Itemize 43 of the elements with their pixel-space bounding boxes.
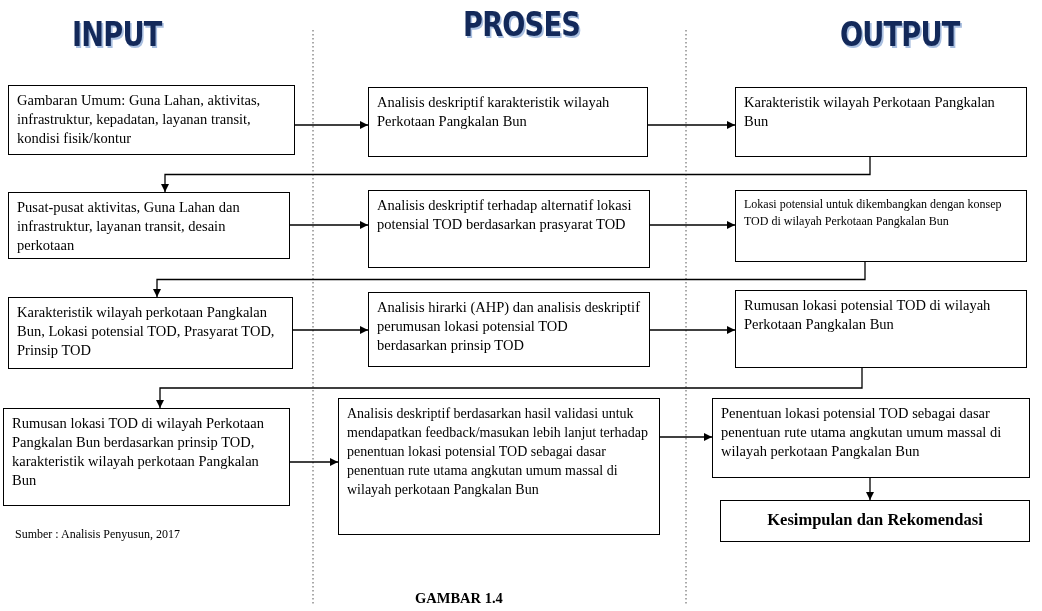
process-box	[8, 192, 290, 259]
box-text: Analisis deskriptif berdasarkan hasil validasi untuk mendapatkan feedback/masukan lebih lanjut terhadap penentuan lokasi potensial TOD sebagai dasar penentuan rute utama angkutan umum massal di wilayah perkotaan Pangkalan Bun	[347, 405, 649, 499]
box-text: Analisis deskriptif karakteristik wilayah Perkotaan Pangkalan Bun	[377, 93, 611, 131]
arrow	[289, 458, 339, 466]
process-box	[8, 297, 293, 369]
source-note: Sumber : Analisis Penyusun, 2017	[15, 527, 180, 542]
figure-caption: GAMBAR 1.4	[415, 590, 503, 607]
process-box	[368, 190, 650, 268]
process-box	[712, 398, 1030, 478]
box-text: Pusat-pusat aktivitas, Guna Lahan dan infrastruktur, layanan transit, desain perkotaan	[17, 198, 241, 255]
arrow	[649, 326, 736, 334]
process-box	[338, 398, 660, 535]
process-box	[735, 190, 1027, 262]
arrow	[866, 477, 874, 501]
arrow	[153, 261, 866, 298]
process-box	[368, 292, 650, 367]
arrow	[659, 433, 713, 441]
arrow	[161, 156, 871, 193]
column-heading: OUTPUT	[840, 14, 960, 54]
box-text: Rumusan lokasi TOD di wilayah Perkotaan Pangkalan Bun berdasarkan prinsip TOD, karakteristik wilayah perkotaan Pangkalan Bun	[12, 414, 265, 490]
conclusion-box	[720, 500, 1030, 542]
arrow	[649, 221, 736, 229]
process-box	[735, 87, 1027, 157]
process-box	[368, 87, 648, 157]
column-heading: INPUT	[72, 14, 162, 54]
arrow	[156, 367, 863, 409]
box-text: Gambaran Umum: Guna Lahan, aktivitas, infrastruktur, kepadatan, layanan transit, kondisi fisik/kontur	[17, 91, 262, 148]
process-box	[3, 408, 290, 506]
box-text: Lokasi potensial untuk dikembangkan dengan konsep TOD di wilayah Perkotaan Pangkalan Bun	[744, 196, 1003, 230]
box-text: Kesimpulan dan Rekomendasi	[766, 510, 984, 529]
box-text: Penentuan lokasi potensial TOD sebagai dasar penentuan rute utama angkutan umum massal di wilayah perkotaan Pangkalan Bun	[721, 404, 1003, 461]
column-heading: PROSES	[463, 4, 580, 44]
box-text: Karakteristik wilayah perkotaan Pangkalan Bun, Lokasi potensial TOD, Prasyarat TOD, Prinsip TOD	[17, 303, 276, 360]
box-text: Analisis deskriptif terhadap alternatif lokasi potensial TOD berdasarkan prasyarat TOD	[377, 196, 633, 234]
arrow	[292, 326, 369, 334]
box-text: Rumusan lokasi potensial TOD di wilayah Perkotaan Pangkalan Bun	[744, 296, 992, 334]
arrow	[289, 221, 369, 229]
arrow	[294, 121, 369, 129]
process-box	[735, 290, 1027, 368]
process-box	[8, 85, 295, 155]
box-text: Analisis hirarki (AHP) dan analisis deskriptif perumusan lokasi potensial TOD berdasarkan prinsip TOD	[377, 298, 641, 355]
arrow	[647, 121, 736, 129]
box-text: Karakteristik wilayah Perkotaan Pangkalan Bun	[744, 93, 996, 131]
